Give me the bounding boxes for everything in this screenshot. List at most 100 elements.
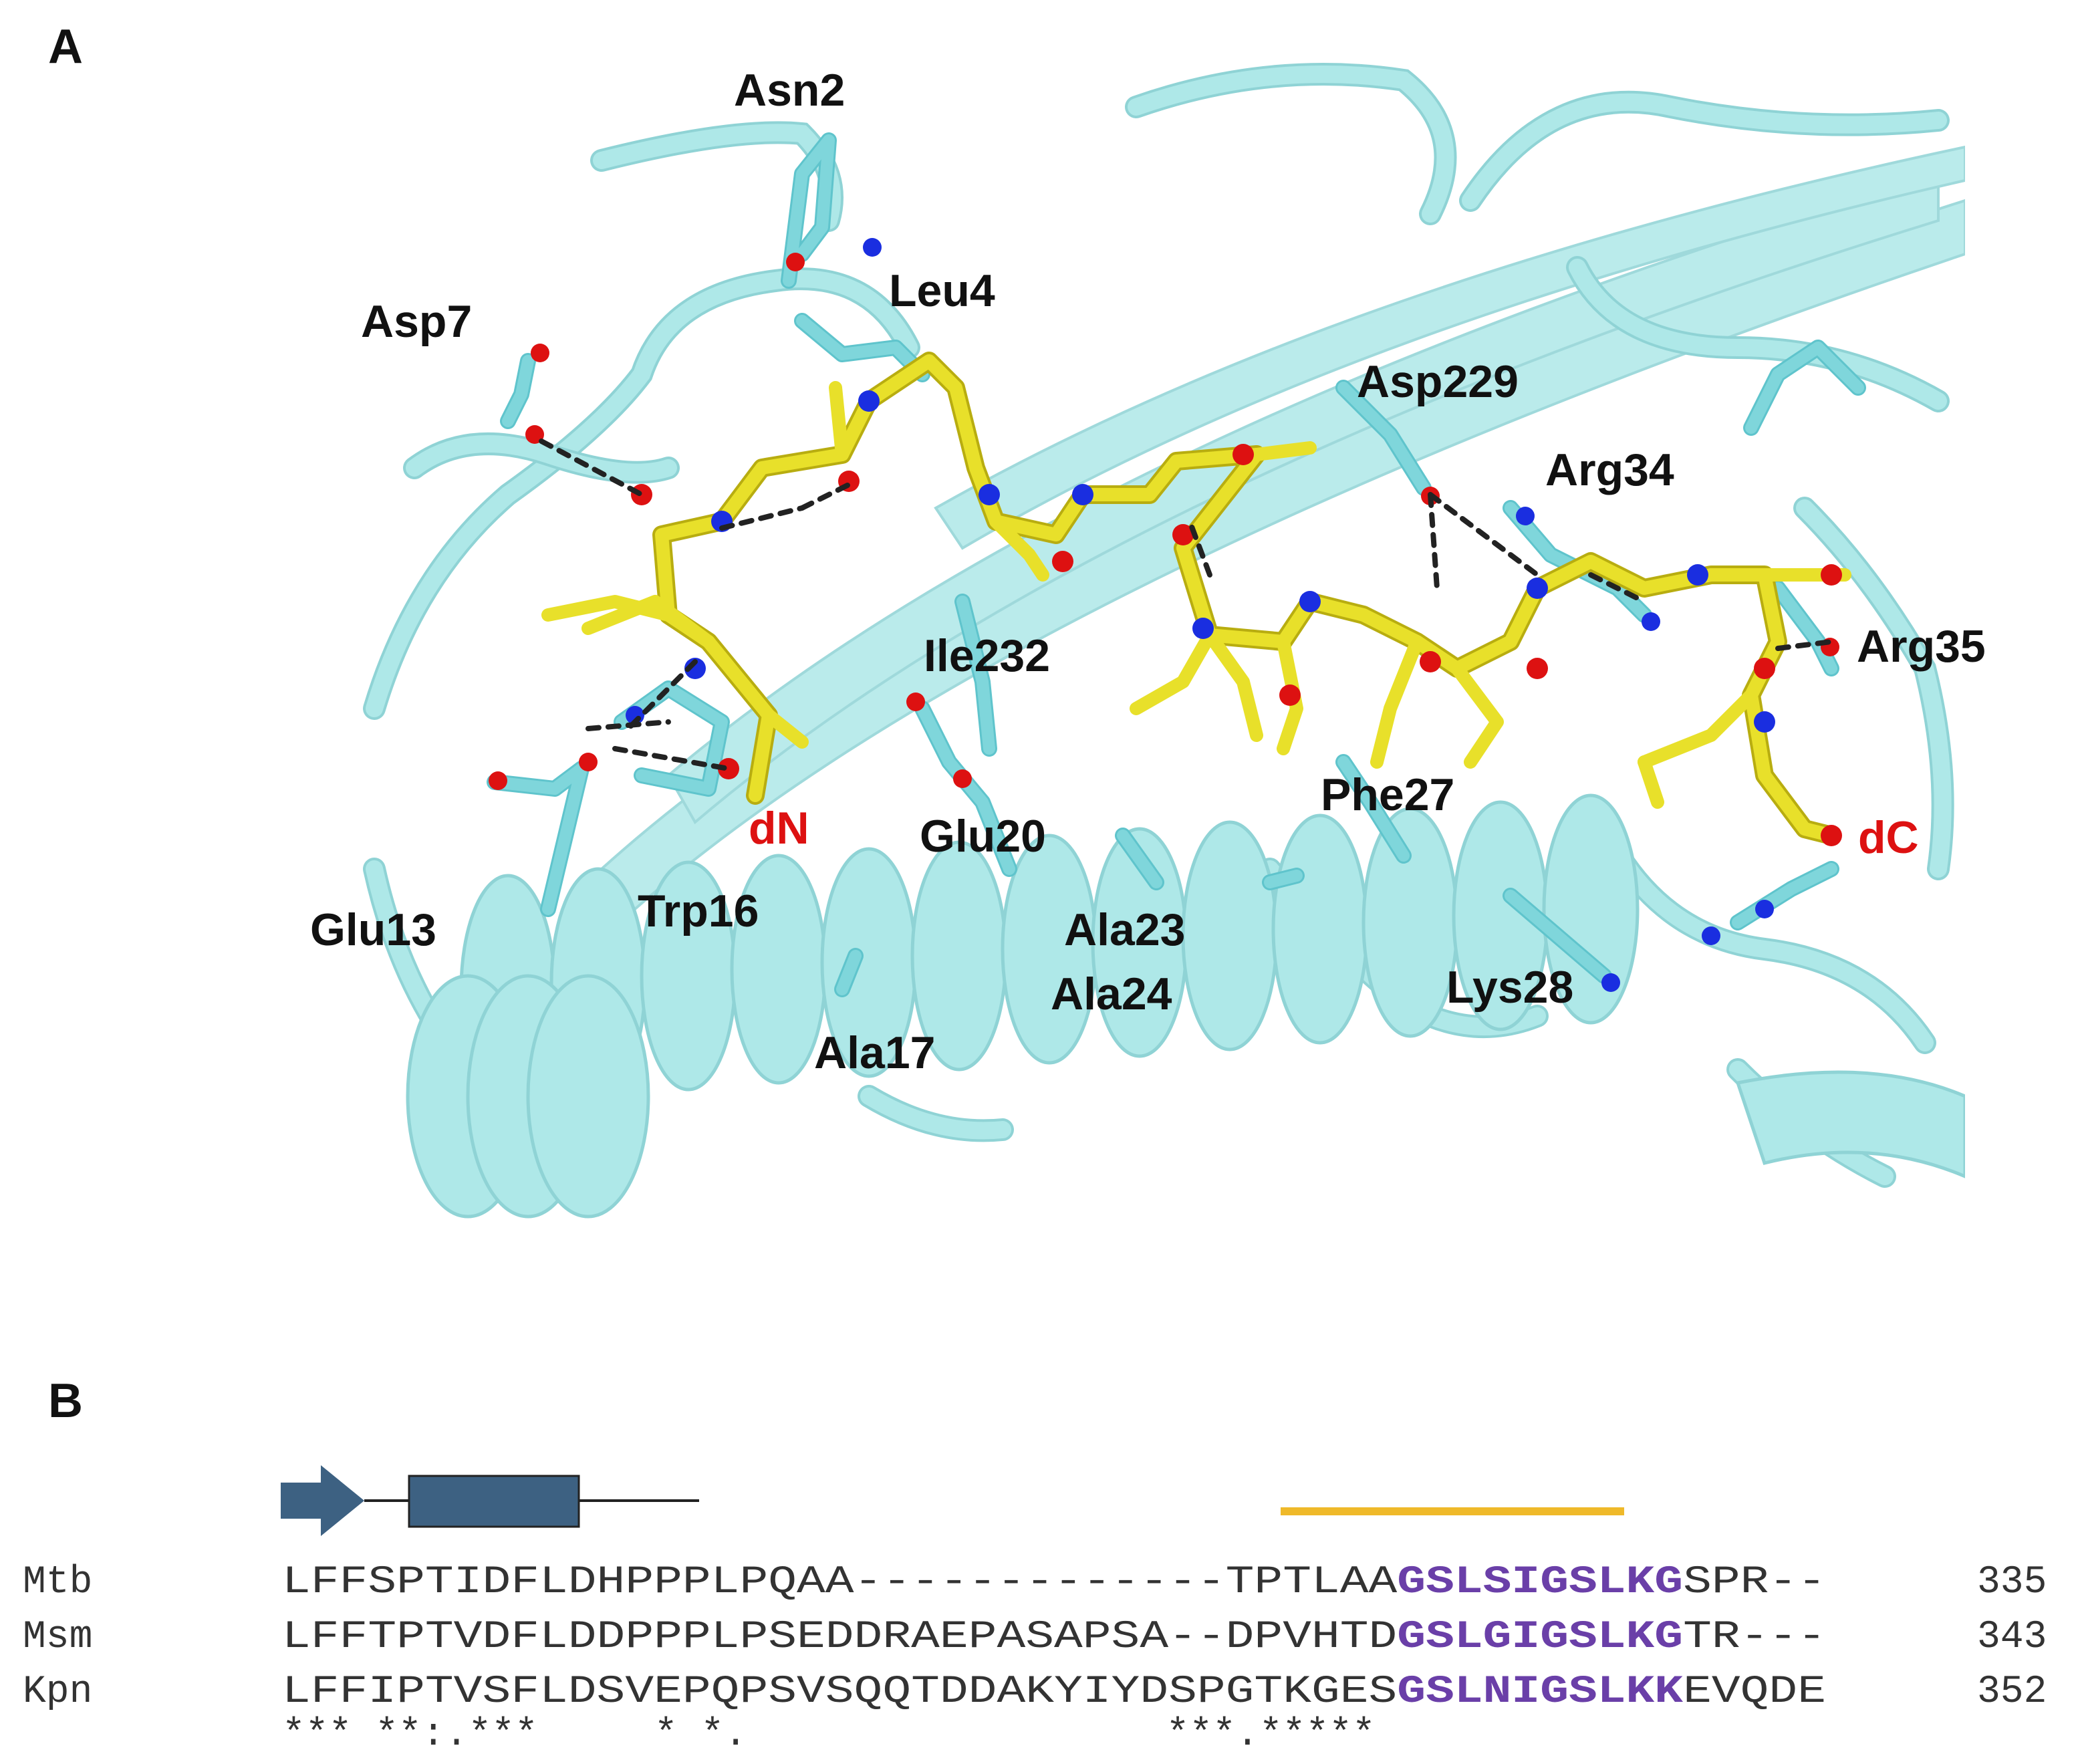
motif-highlight-bar bbox=[1281, 1507, 1624, 1515]
peptide-oxygen-8 bbox=[1527, 658, 1548, 679]
stick-leu4 bbox=[796, 315, 928, 380]
atom-n-lys28 bbox=[1601, 973, 1620, 992]
h-bond-10 bbox=[586, 719, 671, 731]
label-lys28: Lys28 bbox=[1446, 962, 1573, 1013]
row-end-kpn: 352 bbox=[1977, 1670, 2047, 1714]
stick-glu13 bbox=[489, 763, 588, 915]
coil-loop-5 bbox=[1462, 93, 1947, 209]
stick-ile232 bbox=[956, 596, 995, 755]
beta-strand-3 bbox=[934, 145, 1965, 550]
row-name-mtb: Mtb bbox=[23, 1561, 92, 1604]
conservation-row: *** **:.*** * *. ***.***** bbox=[282, 1713, 1376, 1757]
label-dc-terminus: dC bbox=[1858, 812, 1919, 863]
peptide-oxygen-4 bbox=[1232, 444, 1254, 465]
bound-peptide bbox=[541, 352, 1851, 846]
atom-n-arg34 bbox=[1516, 507, 1535, 525]
stick-asp229 bbox=[1337, 382, 1430, 494]
h-bond-3 bbox=[799, 479, 858, 511]
label-asp7: Asp7 bbox=[361, 296, 472, 347]
peptide-nitrogen-2 bbox=[858, 390, 880, 412]
coil-loop-3 bbox=[406, 435, 677, 481]
stick-ala24 bbox=[1264, 870, 1303, 888]
label-ala23: Ala23 bbox=[1064, 904, 1185, 955]
coil-loop-6 bbox=[1569, 259, 1947, 410]
peptide-sidechain-7 bbox=[1277, 635, 1303, 755]
h-bond-6 bbox=[1588, 572, 1647, 604]
row-name-msm: Msm bbox=[23, 1616, 92, 1659]
seq-mtb-motif: GSLSIGSLKG bbox=[1397, 1561, 1683, 1604]
stick-asp7 bbox=[502, 355, 534, 427]
peptide-oxygen-9 bbox=[1821, 564, 1842, 586]
label-glu13: Glu13 bbox=[310, 904, 436, 955]
secondary-structure-diagram bbox=[281, 1465, 699, 1536]
peptide-sidechain-4 bbox=[989, 515, 1049, 582]
peptide-oxygen-10 bbox=[1754, 658, 1775, 679]
protein-structure bbox=[348, 40, 1965, 1230]
peptide-oxygen-12 bbox=[718, 758, 739, 779]
atom-n2-dc-tail bbox=[1755, 900, 1774, 918]
residue-labels: Asn2 Leu4 Asp7 Asp229 Arg34 Arg35 Ile232… bbox=[310, 65, 1986, 1078]
stick-asn2 bbox=[783, 134, 835, 287]
coil-loop-4 bbox=[1128, 66, 1454, 223]
atom-n-dc-tail bbox=[1702, 926, 1720, 945]
residue-sticks bbox=[487, 132, 1866, 997]
helix-turn-13 bbox=[1542, 793, 1640, 1025]
alpha-helix bbox=[406, 793, 1965, 1219]
peptide-nitrogen-7 bbox=[1527, 578, 1548, 599]
peptide-oxygen-11 bbox=[1821, 825, 1842, 846]
atom-o2-asp7 bbox=[525, 425, 544, 444]
label-asn2: Asn2 bbox=[734, 65, 845, 116]
atom-n-asn2 bbox=[863, 238, 882, 257]
atom-o-glu13 bbox=[489, 771, 507, 790]
h-bond-5 bbox=[1428, 492, 1540, 578]
helix-c bbox=[1735, 1070, 1965, 1178]
label-ile232: Ile232 bbox=[924, 630, 1050, 681]
stick-phe27 bbox=[1337, 756, 1410, 862]
peptide-sidechain-11 bbox=[1638, 688, 1758, 769]
panel-b-letter: B bbox=[48, 1374, 83, 1428]
peptide-nitrogen-4 bbox=[1072, 484, 1093, 505]
seq-kpn-motif: GSLNIGSLKK bbox=[1397, 1670, 1683, 1714]
peptide-sidechain-6 bbox=[1203, 628, 1263, 742]
label-glu20: Glu20 bbox=[920, 811, 1046, 862]
beta-strand-arrow bbox=[281, 1465, 364, 1536]
atom-o-asp7 bbox=[531, 344, 549, 362]
stick-ala23 bbox=[1117, 830, 1162, 888]
coil-loop-1 bbox=[366, 270, 918, 717]
label-arg35: Arg35 bbox=[1857, 621, 1986, 672]
peptide-nitrogen-8 bbox=[1687, 564, 1708, 586]
atom-o-glu20 bbox=[906, 692, 925, 711]
helix-turn-9 bbox=[1181, 820, 1279, 1051]
seq-kpn-pre: LFFIPTVSFLDSVEPQPSVSQQTDDAKYIYDSPGTKGES bbox=[282, 1670, 1397, 1714]
sequence-alignment: Mtb LFFSPTIDFLDHPPPLPQAA-------------TPT… bbox=[23, 1561, 2047, 1757]
row-name-kpn: Kpn bbox=[23, 1670, 92, 1714]
seq-mtb-post: SPR-- bbox=[1683, 1561, 1826, 1604]
peptide-sidechain-13 bbox=[829, 381, 849, 461]
label-leu4: Leu4 bbox=[889, 265, 995, 316]
seq-mtb-pre: LFFSPTIDFLDHPPPLPQAA-------------TPTLAA bbox=[282, 1561, 1398, 1604]
atom-o2-glu13 bbox=[579, 753, 598, 771]
h-bond-11 bbox=[1187, 519, 1212, 578]
peptide-nitrogen-3 bbox=[979, 484, 1000, 505]
label-trp16: Trp16 bbox=[638, 886, 759, 936]
atom-n2-arg34 bbox=[1642, 612, 1660, 631]
coil-loop-12 bbox=[860, 1088, 1011, 1140]
helix-turn-10 bbox=[1271, 813, 1369, 1045]
helix-b-turn-3 bbox=[526, 974, 650, 1219]
atom-o2-glu20 bbox=[953, 769, 972, 788]
peptide-sidechain-14 bbox=[1250, 441, 1317, 461]
atom-o-asn2 bbox=[786, 253, 805, 271]
peptide-sidechain-3 bbox=[762, 709, 809, 749]
seq-msm-motif: GSLGIGSLKG bbox=[1397, 1616, 1683, 1659]
row-end-mtb: 335 bbox=[1977, 1561, 2047, 1604]
label-phe27: Phe27 bbox=[1321, 769, 1454, 820]
peptide-nitrogen-6 bbox=[1299, 591, 1321, 612]
seq-msm-post: TR--- bbox=[1683, 1616, 1826, 1659]
panel-a-letter: A bbox=[48, 20, 83, 74]
seq-msm-pre: LFFTPTVDFLDDPPPLPSEDDRAEPASAPSA--DPVHTD bbox=[282, 1616, 1397, 1659]
seq-kpn-post: EVQDE bbox=[1683, 1670, 1826, 1714]
stick-trp16 bbox=[616, 682, 728, 795]
